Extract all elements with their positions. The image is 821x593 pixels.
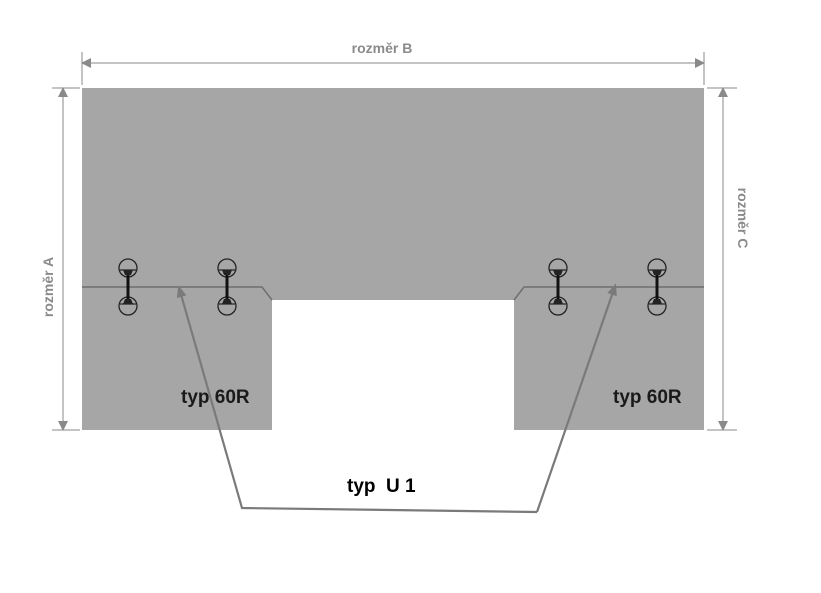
dimension-a-label: rozměr A (40, 257, 56, 317)
bolt-connector-icon (217, 258, 237, 316)
dimension-a: rozměr A (40, 87, 80, 431)
seam-line-left (82, 286, 273, 301)
dimension-c-label: rozměr C (735, 188, 751, 249)
dimension-b: rozměr B (81, 40, 705, 85)
pointer-line (535, 283, 617, 513)
type-label-center: typ U 1 (347, 476, 416, 497)
type-label-right: typ 60R (613, 387, 682, 408)
dimension-b-label: rozměr B (352, 40, 413, 56)
countertop-panel (82, 88, 704, 430)
pointer-line (176, 285, 538, 514)
type-label-left: typ 60R (181, 387, 250, 408)
dimension-c: rozměr C (707, 87, 751, 431)
bolt-connector-icon (548, 258, 568, 316)
bolt-connector-icon (647, 258, 667, 316)
seam-line-right (513, 286, 704, 301)
bolt-connector-icon (118, 258, 138, 316)
